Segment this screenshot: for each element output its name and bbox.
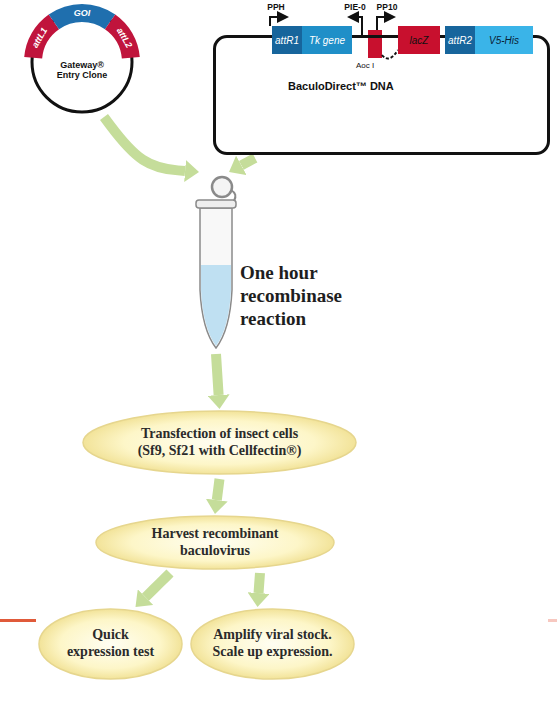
ellipse-shape [191, 609, 354, 679]
flow-arrow [216, 354, 219, 395]
node-text: Harvest recombinant baculovirus [140, 526, 290, 560]
tube-rim [196, 200, 236, 208]
gene-arc [49, 4, 116, 29]
entry-clone-plasmid: Gateway® Entry Clone [32, 12, 132, 112]
restriction-site-label: Aoc I [356, 62, 374, 70]
cut-site-line [382, 50, 398, 59]
node-text: One hour recombinase reaction [240, 262, 365, 330]
step-ellipse: Quick expression test [38, 608, 183, 680]
step-ellipse: Amplify viral stock. Scale up expression… [190, 608, 355, 680]
gene-segment: lacZ [398, 26, 440, 54]
tube-body [200, 208, 232, 348]
baculo-dna-box: BaculoDirect™ DNA attR1 Tk gene lacZ attR2 V5… [213, 35, 550, 155]
tag-segment: V5-His [475, 26, 533, 54]
att-site: attR1 [272, 26, 302, 54]
node-text: Amplify viral stock. Scale up expression… [210, 627, 335, 661]
flow-arrow [259, 573, 260, 593]
ellipse-shape [39, 609, 182, 679]
rule-line [548, 619, 557, 622]
att-site-arc [105, 14, 140, 58]
tube-cap [212, 177, 232, 197]
promoter-arrow [270, 17, 287, 26]
reaction-tube: One hour recombinase reaction [196, 170, 236, 350]
tube-liquid [201, 265, 231, 346]
att-site: attR2 [445, 26, 475, 54]
step-ellipse: Harvest recombinant baculovirus [95, 515, 335, 570]
segment-label: lacZ [410, 35, 429, 46]
node-text: Quick expression test [63, 627, 159, 661]
gene-label: GOI [74, 9, 91, 18]
flow-arrow [145, 573, 170, 597]
segment-label: attR2 [448, 35, 472, 46]
segment-label: V5-His [489, 35, 519, 46]
flow-arrow [104, 117, 185, 171]
promoter-label: PIE-0 [344, 3, 365, 12]
tube-outline [196, 170, 236, 350]
step-ellipse: Transfection of insect cells (Sf9, Sf21 … [82, 410, 357, 475]
node-text: BaculoDirect™ DNA [288, 80, 394, 93]
flow-arrow [217, 479, 220, 500]
segment-label: attR1 [275, 35, 299, 46]
node-text: Transfection of insect cells (Sf9, Sf21 … [130, 426, 310, 460]
flow-arrow [241, 158, 255, 165]
ellipse-shape [83, 411, 356, 474]
ellipse-shape [96, 516, 334, 569]
node-text: Gateway® Entry Clone [54, 60, 110, 81]
gene-segment: Tk gene [302, 26, 352, 54]
promoter-label: PP10 [377, 3, 398, 12]
promoter-label: PPH [267, 3, 284, 12]
promoter-arrow [377, 17, 394, 30]
segment-label: Tk gene [309, 35, 345, 46]
rule-line [0, 619, 36, 622]
